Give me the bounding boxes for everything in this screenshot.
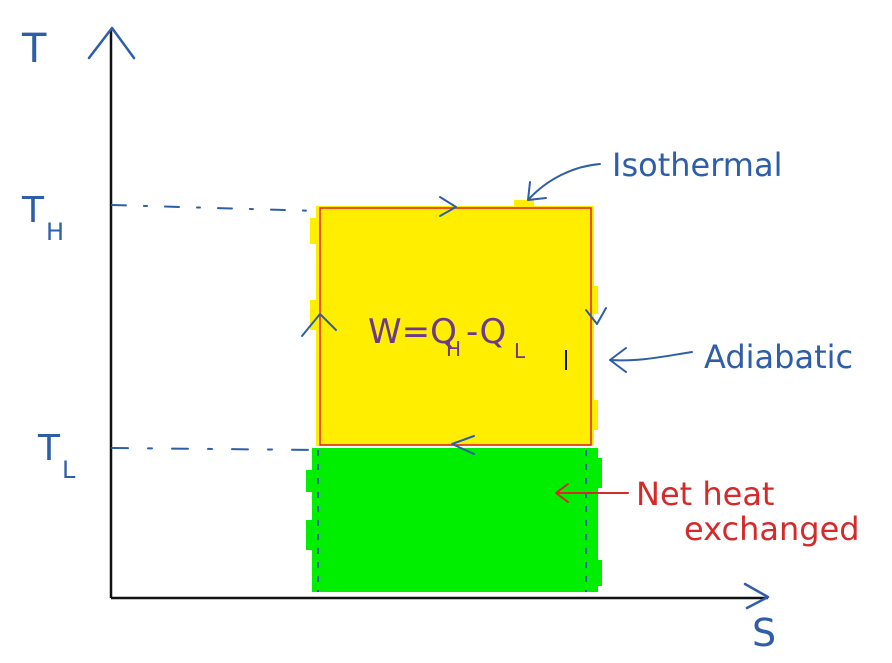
work-label-mid: -Q <box>466 312 506 352</box>
x-axis-label: S <box>752 611 776 655</box>
th-tick-sub: H <box>46 218 64 246</box>
isothermal-label: Isothermal <box>612 146 782 184</box>
top-arrow-icon <box>439 196 457 217</box>
left-arrow-icon <box>301 313 337 337</box>
work-label-main: W=Q <box>368 312 457 352</box>
y-axis-arrow-icon <box>87 26 136 60</box>
net-heat-region <box>306 448 602 592</box>
work-label-sub-l: L <box>514 339 526 363</box>
axis-labels: T S T H T L <box>21 26 776 655</box>
temperature-guides <box>111 204 319 451</box>
right-arrow-icon <box>585 307 607 325</box>
y-axis-label: T <box>21 26 47 72</box>
tl-guide-line <box>111 447 319 451</box>
net-heat-pointer-icon <box>555 483 629 503</box>
adiabatic-pointer-icon <box>609 347 693 373</box>
tl-tick-sub: L <box>62 456 76 484</box>
work-region <box>310 200 598 446</box>
isothermal-pointer-icon <box>527 163 601 201</box>
work-label: W=Q H -Q L <box>368 312 567 370</box>
x-axis-arrow-icon <box>743 582 770 610</box>
th-guide-line <box>111 204 319 212</box>
axes <box>87 26 770 610</box>
net-heat-label-line1: Net heat <box>636 475 774 513</box>
th-tick-label: T <box>21 190 45 231</box>
bottom-arrow-icon <box>451 435 475 455</box>
annotations: Isothermal Adiabatic Net heat exchanged <box>527 146 860 548</box>
work-label-sub-h: H <box>446 337 461 361</box>
cycle-direction-arrows <box>301 196 607 455</box>
net-heat-label-line2: exchanged <box>684 510 860 548</box>
tl-tick-label: T <box>37 428 61 469</box>
adiabatic-label: Adiabatic <box>704 338 853 376</box>
